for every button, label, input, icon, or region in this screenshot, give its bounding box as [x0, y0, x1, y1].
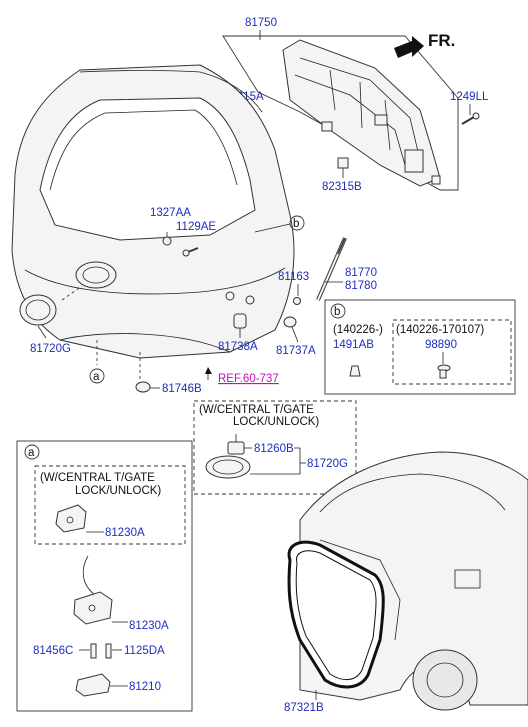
panel-a-title: a	[28, 447, 35, 459]
reference-link[interactable]: REF.60-737	[218, 373, 279, 385]
label-87321B: 87321B	[284, 702, 324, 714]
cap-81746B	[135, 381, 151, 393]
panel-a-central-lock-box	[34, 465, 186, 545]
label-81770: 81770	[345, 267, 377, 279]
ball-stud-81163	[293, 297, 301, 305]
label-81260B: 81260B	[254, 443, 294, 455]
callout-b	[289, 215, 305, 231]
label-98890: 98890	[425, 339, 457, 351]
label-81210: 81210	[129, 681, 161, 693]
label-1129AE: 1129AE	[176, 221, 216, 233]
label-81737A: 81737A	[276, 345, 316, 357]
label-81230A-mid: 81230A	[129, 620, 169, 632]
bolt-1125DA	[105, 643, 112, 659]
latch-81230A-mid	[73, 555, 113, 625]
screw-1249LL	[461, 112, 480, 125]
panel-a-line1: (W/CENTRAL T/GATE	[40, 472, 155, 484]
emblem-81720G-sub	[205, 455, 251, 479]
tailgate-trim-panel	[222, 35, 459, 191]
front-direction-arrow-icon	[394, 36, 424, 58]
central-lock-line2: LOCK/UNLOCK)	[233, 416, 319, 428]
emblem-81720G	[19, 294, 57, 326]
label-81780: 81780	[345, 280, 377, 292]
callout-b-letter: b	[293, 218, 299, 230]
panel-b	[324, 299, 516, 395]
panel-b-dated-box	[392, 319, 512, 385]
label-81738A: 81738A	[218, 341, 258, 353]
rear-wheel	[412, 649, 478, 711]
striker-81210	[75, 673, 111, 697]
label-1125DA: 1125DA	[124, 645, 165, 657]
bolt-1129AE	[182, 247, 199, 257]
ref-arrow-icon	[205, 367, 212, 374]
panel-a	[16, 440, 193, 712]
bumper-81738A	[233, 313, 247, 329]
screw-98890	[437, 364, 451, 379]
panel-b-date-left: (140226-)	[333, 324, 383, 336]
tailgate-body	[11, 64, 295, 359]
bolt-81456C	[90, 643, 97, 659]
switch-81260B	[227, 434, 245, 455]
clip-1491AB	[349, 365, 361, 377]
panel-b-title: b	[334, 306, 340, 318]
label-81456C: 81456C	[33, 645, 73, 657]
weatherstrip-87321B	[287, 540, 385, 689]
panel-b-date-right: (140226-170107)	[396, 324, 484, 336]
label-1249LL: 1249LL	[450, 91, 489, 103]
clip-82315B	[337, 157, 349, 169]
emblem	[75, 261, 117, 289]
callout-a-letter: a	[93, 371, 100, 383]
front-direction-label: FR.	[428, 31, 455, 50]
label-1327AA: 1327AA	[150, 207, 191, 219]
label-82315B: 82315B	[322, 181, 362, 193]
label-81230A-top: 81230A	[105, 527, 145, 539]
gas-lifter	[316, 237, 347, 301]
label-81746B: 81746B	[162, 383, 202, 395]
label-81720G-main: 81720G	[30, 343, 71, 355]
actuator-81230A-top	[55, 504, 87, 533]
label-81750: 81750	[245, 17, 277, 29]
central-lock-line1: (W/CENTRAL T/GATE	[199, 404, 314, 416]
panel-a-line2: LOCK/UNLOCK)	[75, 485, 161, 497]
callout-a	[89, 368, 105, 384]
central-lock-box	[193, 400, 357, 495]
bumper-81737A	[283, 316, 297, 328]
label-81720G-sub: 81720G	[307, 458, 348, 470]
label-81163: 81163	[278, 271, 309, 283]
nut-1327AA	[162, 236, 172, 246]
label-1491AB: 1491AB	[333, 339, 374, 351]
